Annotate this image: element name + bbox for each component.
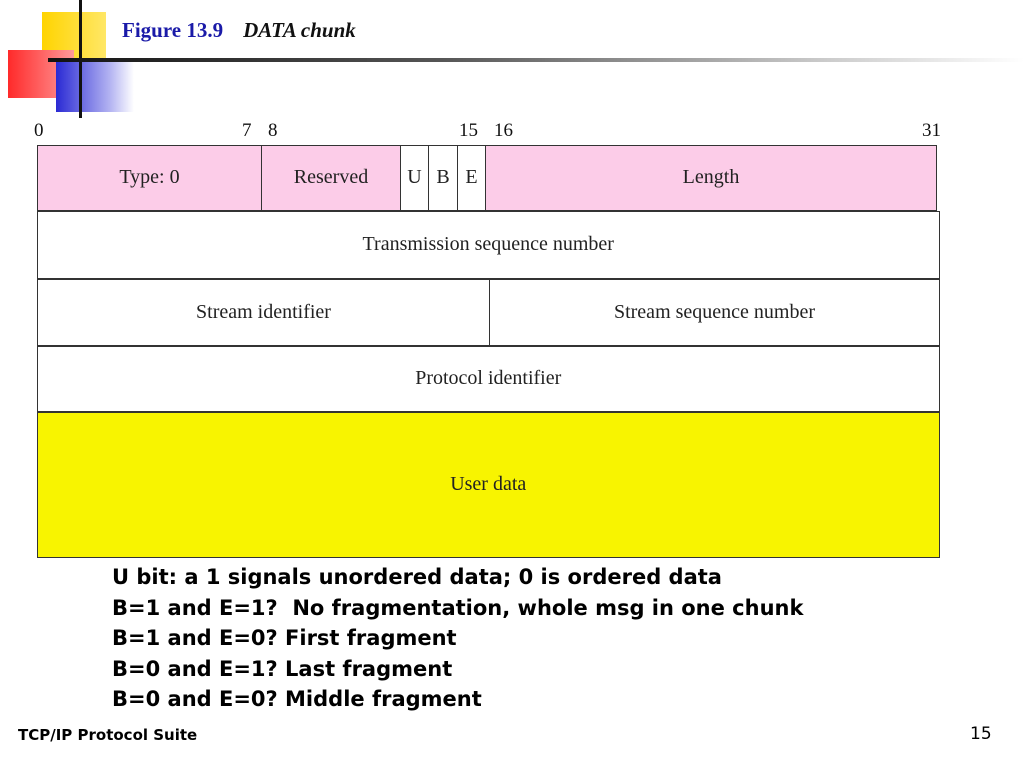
decor-blue-square — [56, 60, 134, 112]
note-item: U bit: a 1 signals unordered data; 0 is … — [112, 565, 722, 589]
user-data-row: User data — [36, 411, 940, 559]
slide-title: Figure 13.9 DATA chunk — [122, 18, 356, 43]
tsn-row: Transmission sequence number — [36, 210, 940, 280]
stream-row: Stream identifier Stream sequence number — [36, 278, 940, 347]
bit-label-0: 0 — [34, 120, 44, 141]
figure-name: DATA chunk — [243, 18, 356, 42]
note-item: B=1 and E=1? No fragmentation, whole msg… — [112, 595, 804, 620]
note-item: B=0 and E=0? Middle fragment — [112, 687, 482, 711]
field-user-data: User data — [36, 411, 940, 558]
bit-label-15: 15 — [459, 120, 478, 141]
field-u-bit: U — [399, 144, 430, 211]
figure-label: Figure 13.9 — [122, 18, 224, 42]
notes-list: U bit: a 1 signals unordered data; 0 is … — [112, 562, 803, 715]
field-length: Length — [485, 144, 937, 211]
bit-label-7: 7 — [242, 120, 252, 141]
bit-label-16: 16 — [494, 120, 513, 141]
field-b-bit: B — [428, 144, 458, 211]
field-type: Type: 0 — [36, 144, 263, 211]
page-number: 15 — [970, 724, 992, 744]
protocol-row: Protocol identifier — [36, 345, 940, 413]
bit-label-31: 31 — [922, 120, 941, 141]
field-stream-sequence-number: Stream sequence number — [489, 278, 940, 346]
field-reserved: Reserved — [261, 144, 401, 211]
note-item: B=1 and E=0? First fragment — [112, 626, 457, 650]
note-item: B=0 and E=1? Last fragment — [112, 656, 453, 681]
field-e-bit: E — [456, 144, 487, 211]
field-stream-identifier: Stream identifier — [36, 278, 491, 346]
bit-label-8: 8 — [268, 120, 278, 141]
field-transmission-sequence-number: Transmission sequence number — [36, 210, 940, 279]
chunk-header-row: Type: 0 Reserved U B E Length — [36, 144, 940, 212]
footer-title: TCP/IP Protocol Suite — [18, 726, 198, 744]
field-protocol-identifier: Protocol identifier — [36, 345, 940, 412]
decor-horizontal-line — [48, 58, 1024, 62]
